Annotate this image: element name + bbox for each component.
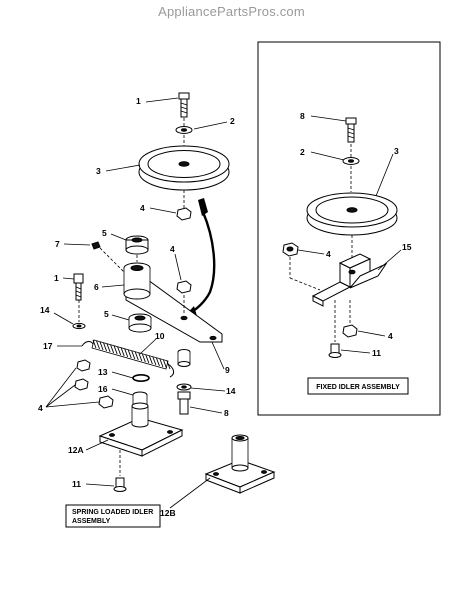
callout-8: 8	[224, 408, 229, 418]
spring-bushing-lower	[128, 313, 152, 333]
callout-4: 4	[38, 403, 43, 413]
fixed-bolt	[345, 117, 357, 143]
spring-bolt-left	[73, 273, 84, 301]
spring-bolt-lower	[177, 391, 191, 415]
callout-6: 6	[94, 282, 99, 292]
spring-base-plate	[98, 402, 184, 457]
spring-washer-right	[176, 383, 192, 391]
callout-15: 15	[402, 242, 412, 252]
idler-arm	[123, 262, 223, 343]
spring-pulley	[138, 145, 230, 191]
spring-caption-box	[65, 504, 161, 528]
callout-4: 4	[326, 249, 331, 259]
spring-nut-group	[74, 359, 114, 409]
fixed-base-plate	[204, 434, 276, 494]
callout-5: 5	[102, 228, 107, 238]
callout-14: 14	[40, 305, 50, 315]
callout-5: 5	[104, 309, 109, 319]
callout-1: 1	[54, 273, 59, 283]
callout-11: 11	[72, 479, 81, 489]
spring-bushing-top	[125, 235, 149, 255]
callout-11: 11	[372, 348, 381, 358]
callout-9: 9	[225, 365, 230, 375]
spring-washer-left	[72, 322, 86, 330]
callout-12a: 12A	[68, 445, 84, 455]
fixed-idler-panel	[257, 41, 441, 416]
grease-fitting	[91, 241, 101, 250]
callout-13: 13	[98, 367, 108, 377]
callout-1: 1	[136, 96, 141, 106]
callout-14: 14	[226, 386, 236, 396]
callout-8: 8	[300, 111, 305, 121]
fixed-caption: FIXED IDLER ASSEMBLY	[316, 384, 400, 391]
callout-17: 17	[43, 341, 53, 351]
snap-ring	[132, 373, 150, 382]
spring-nut-arm	[176, 280, 192, 294]
spring-caption-line2: ASSEMBLY	[72, 518, 111, 525]
callout-7: 7	[55, 239, 60, 249]
spring-bolt-base	[113, 477, 127, 492]
spring-spacer	[177, 349, 191, 367]
fixed-pulley	[306, 192, 398, 236]
callout-2: 2	[230, 116, 235, 126]
spring-washer	[175, 126, 193, 134]
callout-16: 16	[98, 384, 108, 394]
callout-4: 4	[388, 331, 393, 341]
callout-2: 2	[300, 147, 305, 157]
callout-3: 3	[394, 146, 399, 156]
callout-12b: 12B	[160, 508, 176, 518]
callout-10: 10	[155, 331, 165, 341]
spring-caption-line1: SPRING LOADED IDLER	[72, 509, 153, 516]
fixed-nut-lower	[342, 324, 358, 338]
fixed-nut-upper	[282, 242, 299, 257]
fixed-washer	[342, 157, 360, 165]
spring-nut-pulley	[176, 207, 192, 221]
callout-4: 4	[170, 244, 175, 254]
callout-3: 3	[96, 166, 101, 176]
callout-4: 4	[140, 203, 145, 213]
fixed-idler-bracket	[311, 253, 388, 307]
tension-spring	[81, 339, 175, 378]
watermark: AppliancePartsPros.com	[158, 4, 305, 19]
spring-bolt-top	[178, 92, 190, 118]
fixed-caption-box	[307, 377, 409, 395]
fixed-bolt-lower	[328, 343, 342, 358]
